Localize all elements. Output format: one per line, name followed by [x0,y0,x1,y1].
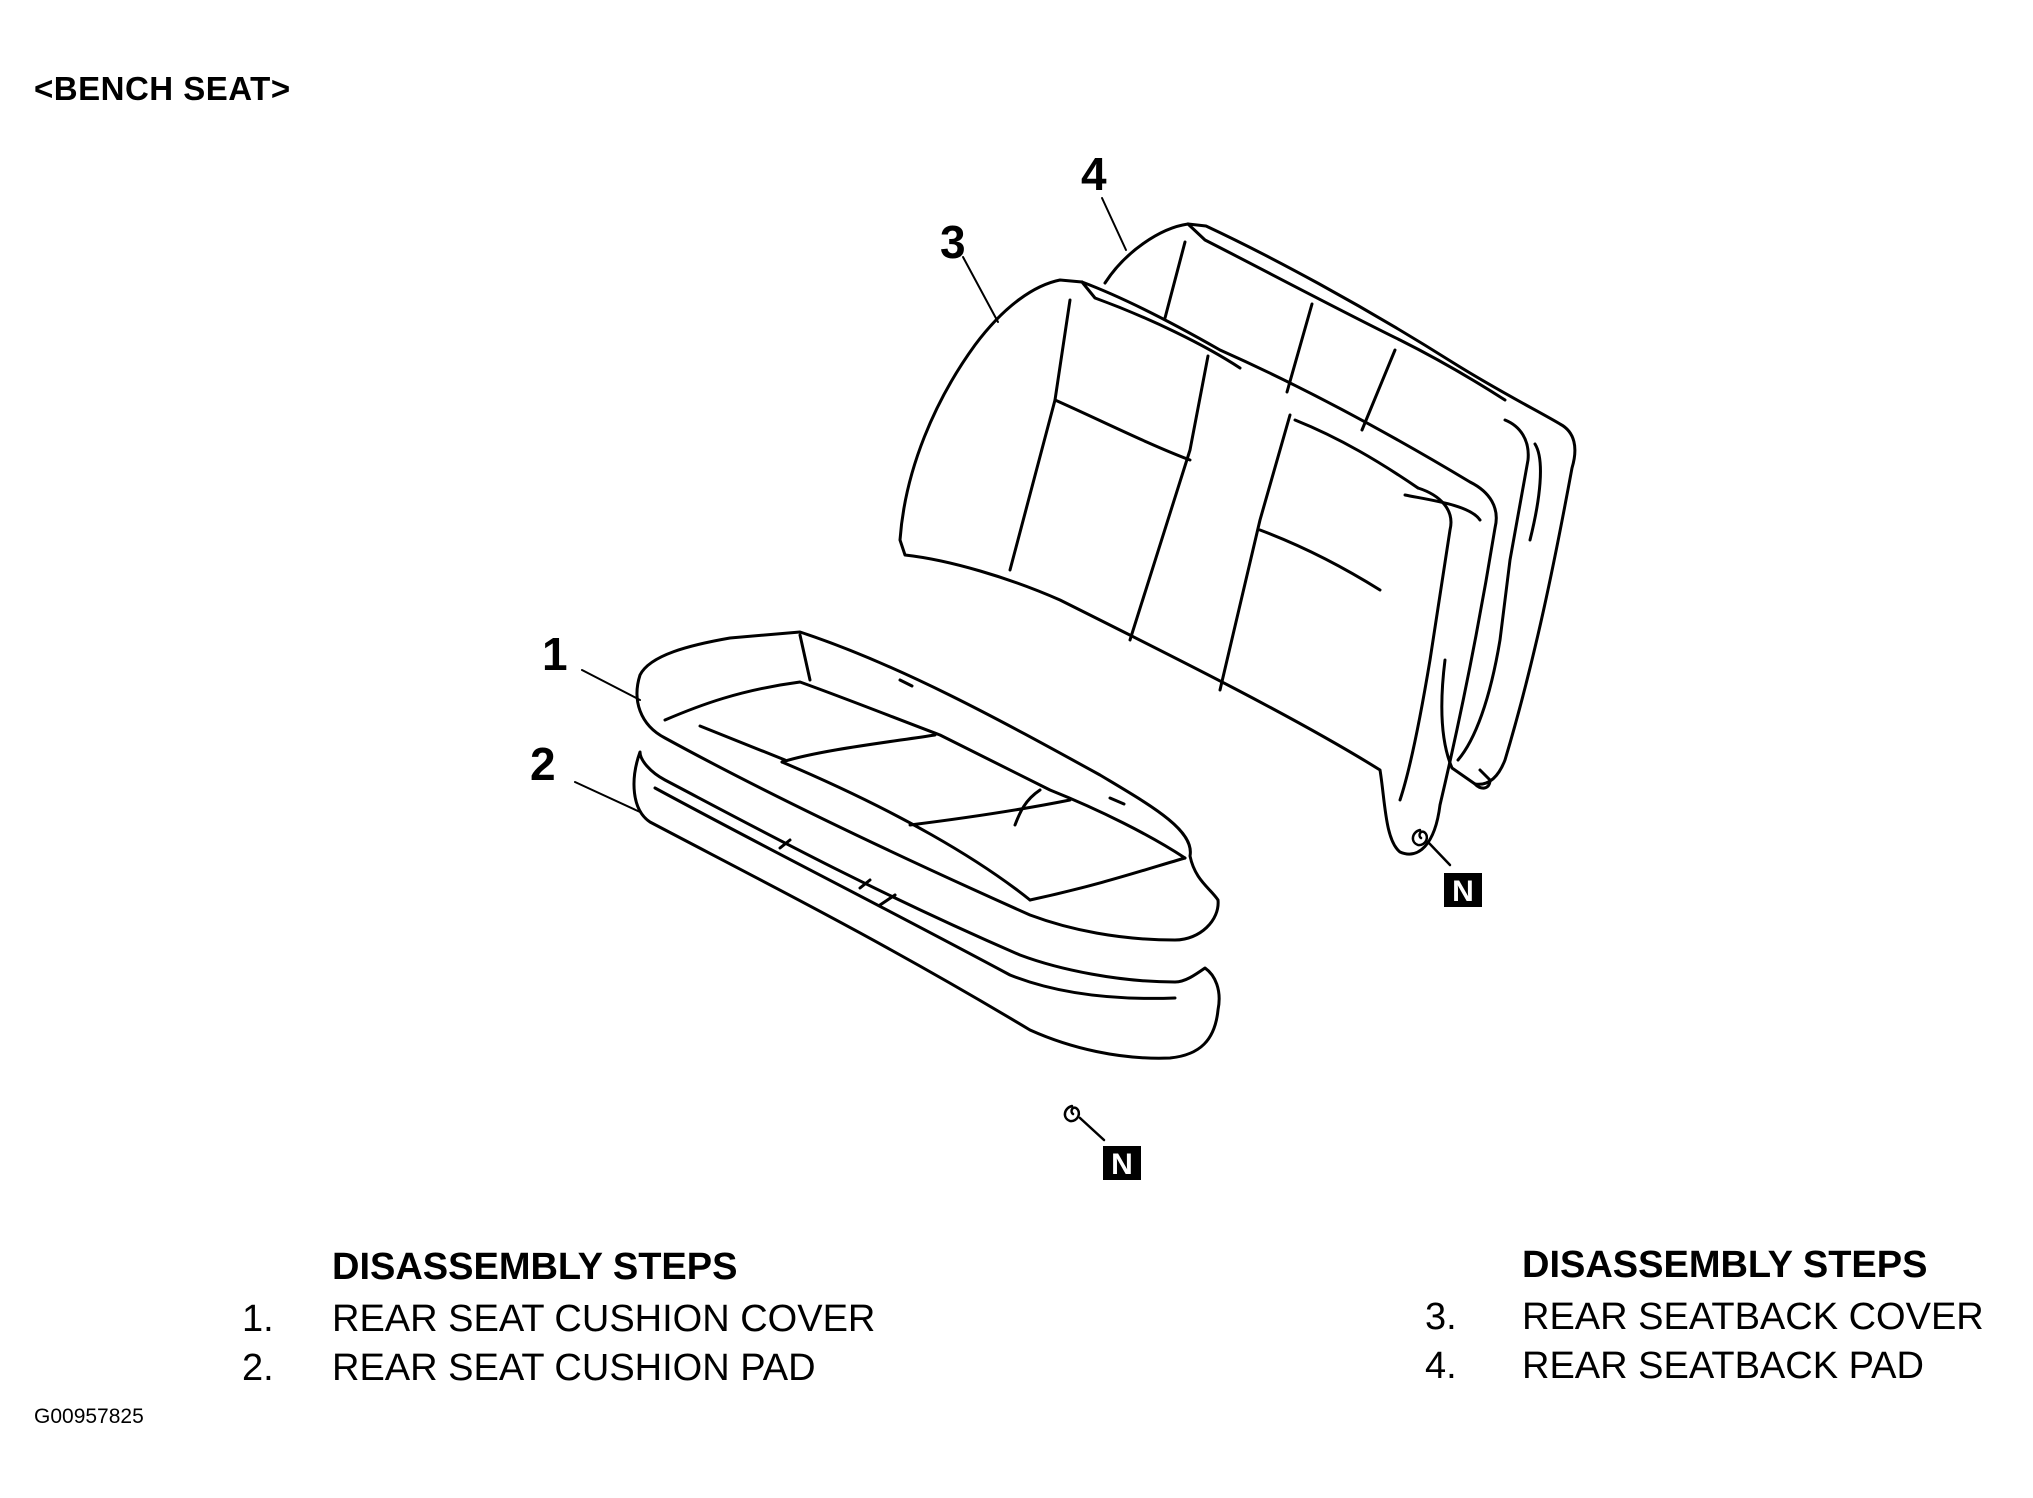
hog-ring-icon [1411,828,1452,867]
step-label: REAR SEATBACK COVER [1522,1296,1984,1338]
hog-ring-icon [1063,1104,1106,1142]
list-item: 2. REAR SEAT CUSHION PAD [242,1344,875,1393]
step-number: 4. [1425,1345,1457,1387]
callout-1: 1 [542,628,568,680]
page-title: <BENCH SEAT> [34,70,291,107]
list-item: 3. REAR SEATBACK COVER [1425,1293,1984,1342]
step-number: 1. [242,1298,274,1340]
step-number: 2. [242,1347,274,1389]
image-code: G00957825 [34,1405,144,1428]
disassembly-steps-right: DISASSEMBLY STEPS 3. REAR SEATBACK COVER… [1425,1244,1984,1391]
step-label: REAR SEAT CUSHION COVER [332,1298,876,1340]
step-label: REAR SEATBACK PAD [1522,1345,1924,1387]
steps-heading: DISASSEMBLY STEPS [1522,1244,1928,1286]
step-label: REAR SEAT CUSHION PAD [332,1347,816,1389]
replace-part-badge: N [1103,1146,1141,1181]
list-item: 4. REAR SEATBACK PAD [1425,1342,1984,1391]
steps-heading: DISASSEMBLY STEPS [332,1246,738,1288]
replace-part-badge: N [1444,873,1482,908]
callout-leaders [574,197,1127,813]
callout-3: 3 [940,216,966,268]
rear-seatback-cover [898,278,1498,856]
rear-seat-cushion-cover [635,630,1220,942]
list-item: 1. REAR SEAT CUSHION COVER [242,1295,876,1344]
svg-text:N: N [1452,875,1474,908]
rear-seatback-pad [1103,222,1577,790]
disassembly-steps-left: DISASSEMBLY STEPS 1. REAR SEAT CUSHION C… [242,1246,876,1393]
callout-4: 4 [1081,148,1107,200]
svg-text:N: N [1111,1148,1133,1181]
callout-2: 2 [530,738,556,790]
step-number: 3. [1425,1296,1457,1338]
rear-seat-cushion-pad [632,750,1221,1060]
